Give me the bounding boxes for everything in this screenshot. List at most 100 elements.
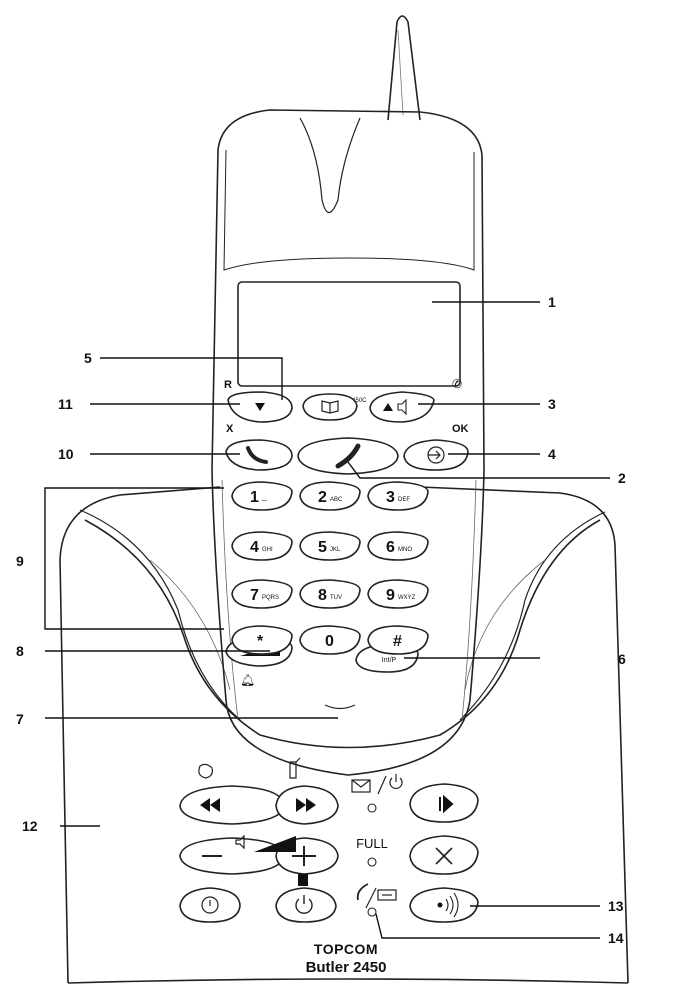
play-key[interactable] [409,783,479,823]
keypad-digit: 2 [318,489,327,506]
memo-key[interactable] [409,887,479,923]
callout-1: 1 [548,294,556,310]
keypad-digit: 5 [318,539,327,556]
microphone-slot [324,704,356,710]
handset-down-icon [246,446,268,464]
keypad-letters: PQRS [262,595,279,601]
callout-6: 6 [618,651,626,667]
down-key[interactable] [227,391,293,423]
keypad-letters: ABC [330,497,343,503]
callout-9: 9 [16,553,24,569]
full-led [367,857,377,867]
callout-14: 14 [608,930,624,946]
keypad-digit: # [393,633,402,650]
callout-4: 4 [548,446,556,462]
speaker-small-icon [235,834,245,850]
handset-icon [335,443,361,469]
keypad-digit: 4 [250,539,259,556]
callout-numbers: 1 2 3 4 5 6 7 8 9 10 11 12 13 14 [16,294,626,946]
power-stop-key[interactable] [275,887,337,923]
keypad-letters: ⌴ [262,497,267,503]
fast-forward-key[interactable] [275,785,339,825]
envelope-icon [351,779,371,793]
keypad-key-11[interactable]: # [367,625,429,655]
power-icon [295,895,313,914]
message-led [367,803,377,813]
keypad-letters: DEF [398,497,410,503]
note-icon [289,757,301,779]
keypad-letters: JKL [330,547,341,553]
hangup-key[interactable] [225,439,293,471]
callout-3: 3 [548,396,556,412]
ok-menu-key[interactable] [403,439,469,471]
plus-icon [292,846,316,866]
chat-icon [198,763,213,779]
callout-8: 8 [16,643,24,659]
speaker-icon [397,398,407,416]
power-small-icon [389,774,403,789]
callout-lines [44,301,610,939]
intercom-key-label: Int/P [382,657,397,664]
base-model-label: Butler 2450 [306,959,387,976]
mark-r: R [224,379,232,391]
callout-13: 13 [608,898,624,914]
callout-7: 7 [16,711,24,727]
keypad-digit: 7 [250,587,259,604]
up-handsfree-key[interactable] [369,391,435,423]
keypad-digit: 6 [386,539,395,556]
charge-led [367,907,377,917]
callout-11: 11 [58,396,73,412]
keypad-digit: 8 [318,587,327,604]
keypad-letters: MNO [398,547,412,553]
callout-line-14 [375,913,600,939]
keypad-digit: * [257,633,264,650]
phonebook-key[interactable] [302,393,358,421]
rewind-key[interactable] [179,785,285,825]
keypad-key-0[interactable]: 1⌴ [231,481,293,511]
callout-10: 10 [58,446,74,462]
callout-12: 12 [22,818,38,834]
keypad-digit: 1 [250,489,259,506]
clock-key[interactable] [179,887,241,923]
arrow-down-icon [255,403,265,411]
callout-5: 5 [84,350,92,366]
handset-display [237,281,461,387]
handset [211,15,485,776]
delete-key[interactable] [409,835,479,875]
book-icon [321,400,339,414]
rewind-icon [200,798,220,812]
bell-icon: 🔔︎ [240,673,255,687]
keypad-letters: TUV [330,595,342,601]
stop-square-icon [298,874,308,886]
volume-down-key[interactable] [179,837,285,875]
keypad-letters: WXYZ [398,595,416,601]
leds [367,803,377,917]
keypad-digit: 9 [386,587,395,604]
keypad-digit: 0 [325,633,334,650]
full-label: FULL [356,836,388,851]
cross-icon [435,847,453,865]
keypad-key-10[interactable]: 0 [299,625,361,655]
clock-icon [201,896,219,914]
mark-x: X [226,423,234,435]
keypad-digit: 3 [386,489,395,506]
fast-forward-icon [296,798,316,812]
base-station [59,486,629,984]
keypad-key-9[interactable]: * [231,625,293,655]
battery-icon [377,889,397,901]
keypad-letters: GHI [262,547,273,553]
arrow-up-icon [383,403,393,411]
talk-key[interactable] [297,437,399,475]
broadcast-icon [445,892,459,918]
volume-ramp-base-icon [254,836,296,852]
